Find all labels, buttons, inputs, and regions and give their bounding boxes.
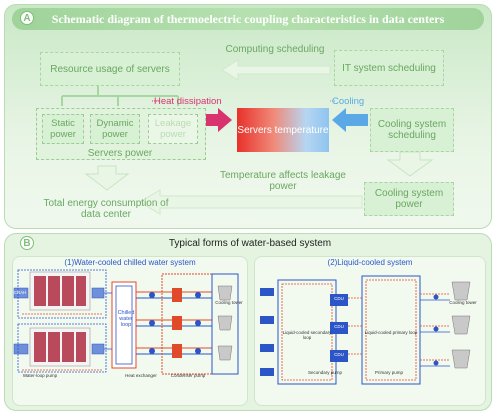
crah-label: CRAH [13, 290, 27, 295]
hx-label: Heat exchanger [125, 373, 157, 378]
liquid-cooled-title: (2)Liquid-cooled system [327, 258, 413, 267]
cooling-tower-label-right: Cooling tower [449, 300, 477, 305]
temp-affects-label: Temperature affects leakage power [219, 170, 346, 192]
it-scheduling-box: IT system scheduling [334, 50, 444, 86]
liquid-cooled-schematic [260, 275, 471, 385]
cooling-power-box: Cooling system power [364, 182, 454, 216]
total-energy-label: Total energy consumption of data center [43, 198, 169, 220]
secondary-pump-label: Secondary pump [307, 370, 343, 375]
heat-dissipation-label: Heat dissipation [154, 96, 222, 107]
panel-a-letter: A [20, 11, 34, 25]
water-cooled-schematic [13, 269, 239, 375]
panel-b-letter: B [20, 236, 34, 250]
panel-b-title: Typical forms of water-based system [168, 238, 332, 249]
chilled-loop-label: Chilled water loop [117, 310, 135, 328]
panel-a-title: Schematic diagram of thermoelectric coup… [12, 8, 484, 30]
water-cooled-title: (1)Water-cooled chilled water system [64, 258, 196, 267]
cdu-label-1: CDU [334, 296, 344, 301]
dynamic-power-box: Dynamic power [90, 114, 140, 144]
servers-power-label: Servers power [87, 148, 153, 159]
cdu-label-2: CDU [334, 324, 344, 329]
servers-temperature-box: Servers temperature [237, 108, 329, 152]
server-racks-bottom [29, 327, 91, 367]
waterloop-pump-label: Water-loop pump [22, 373, 58, 378]
primary-pump-label: Primary pump [374, 370, 403, 375]
panel-a-arrows [61, 59, 434, 215]
cdu-label-3: CDU [334, 352, 344, 357]
static-power-box: Static power [42, 114, 84, 144]
liquid-cooled-panel [254, 256, 486, 406]
condenser-pump-label: Condenser pump [170, 373, 206, 378]
server-racks-top [29, 271, 91, 311]
cooling-label: Cooling [332, 96, 365, 107]
leakage-power-box: Leakage power [148, 114, 198, 144]
primary-loop-label: Liquid-cooled primary loop [364, 330, 418, 335]
cooling-tower-label-left: Cooling tower [215, 300, 243, 305]
cooling-scheduling-box: Cooling system scheduling [370, 108, 454, 152]
computing-scheduling-label: Computing scheduling [225, 44, 325, 55]
secondary-loop-label: Liquid-cooled secondary loop [282, 330, 332, 340]
resource-usage-box: Resource usage of servers [40, 52, 180, 86]
